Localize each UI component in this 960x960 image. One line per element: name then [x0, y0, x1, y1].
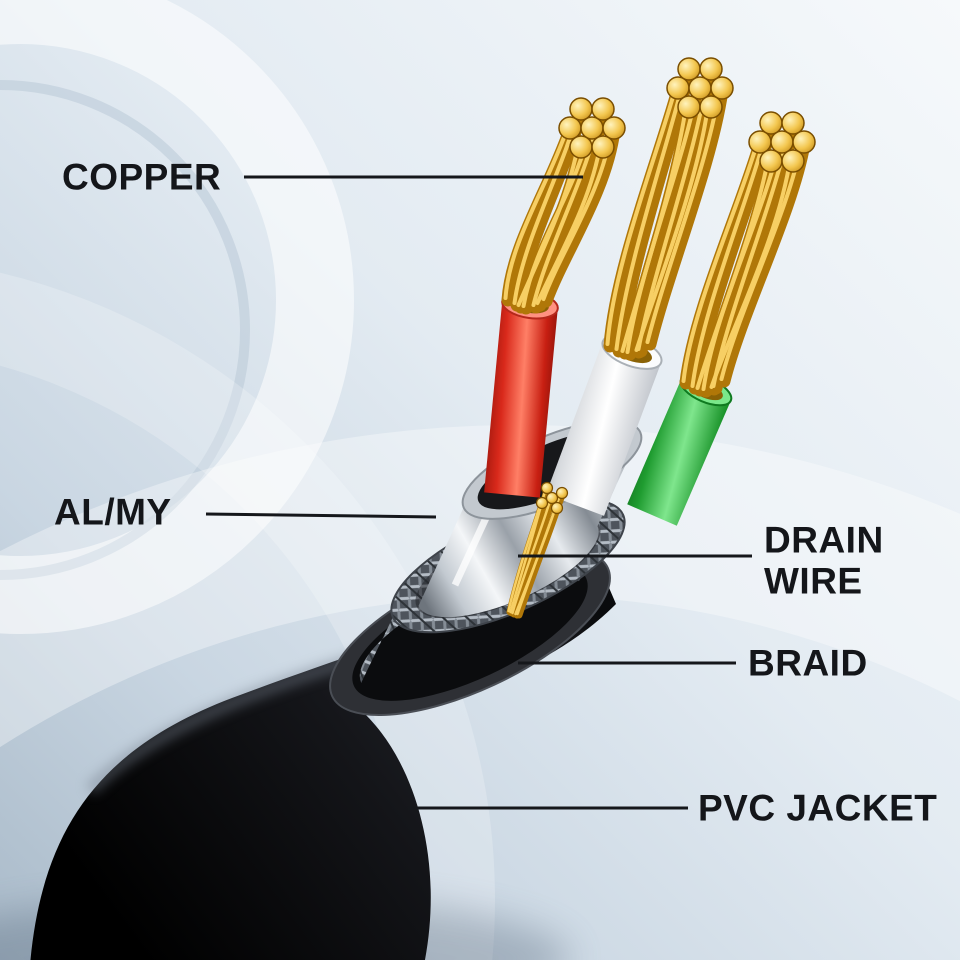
copper-strand-ends [748, 111, 816, 173]
leader-lines [205, 175, 752, 810]
drain-strand-ends [535, 481, 569, 515]
copper-strands-green [684, 111, 816, 391]
drain-wire [509, 481, 569, 616]
copper-strand-ends [558, 97, 626, 159]
label-drain-wire: DRAIN WIRE [764, 519, 884, 602]
label-al-my: AL/MY [54, 491, 172, 533]
label-pvc-jacket: PVC JACKET [698, 787, 938, 829]
copper-strands-red [506, 97, 626, 308]
label-braid: BRAID [748, 642, 868, 684]
almy-leader-line [205, 512, 437, 519]
copper-strands-white [608, 57, 734, 354]
label-copper: COPPER [62, 156, 222, 198]
copper-strand-ends [666, 57, 734, 119]
background-ring [0, 0, 354, 634]
